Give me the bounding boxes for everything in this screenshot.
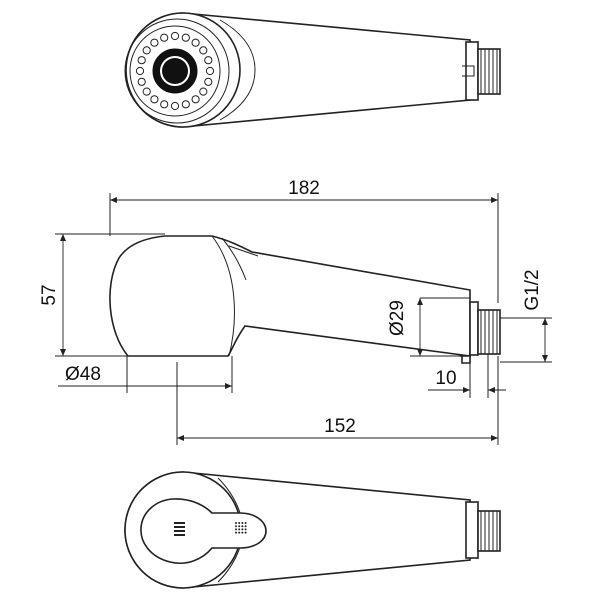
nozzle (150, 95, 159, 104)
nozzle (191, 38, 200, 47)
dim-height: 57 (39, 284, 60, 305)
nozzle (170, 31, 180, 41)
nozzle (142, 46, 151, 55)
icon-dot (238, 528, 241, 531)
icon-dot (244, 525, 247, 528)
nozzle (199, 46, 208, 55)
icon-dot (235, 522, 237, 524)
nozzle (181, 100, 190, 109)
nozzle (160, 100, 169, 109)
nozzle (142, 87, 151, 96)
side-view: 182 57 Ø48 152 Ø29 10 G1/2 (39, 178, 552, 445)
icon-dot (238, 531, 241, 534)
thread-connector-top (477, 48, 501, 95)
nozzle (160, 33, 169, 42)
bottom-view (124, 471, 501, 589)
thread-connector-bottom (477, 510, 501, 552)
nozzle (205, 66, 215, 76)
icon-dot (241, 528, 244, 531)
dim-thread-length: 10 (435, 368, 456, 389)
nozzle (204, 77, 213, 86)
icon-dot (235, 531, 237, 534)
thread-connector-side (461, 301, 501, 364)
icon-dot (241, 525, 244, 528)
icon-dot (238, 522, 241, 524)
nozzle (137, 56, 146, 65)
icon-dot (244, 528, 247, 531)
nozzle (137, 77, 146, 86)
icon-dot (244, 522, 247, 524)
icon-dot (241, 522, 244, 524)
nozzle (191, 95, 200, 104)
spray-mode-icon (174, 522, 185, 536)
icon-dot (241, 531, 244, 534)
nozzle (181, 33, 190, 42)
nozzle (170, 101, 180, 111)
nozzle (199, 87, 208, 96)
top-view (124, 12, 501, 128)
nozzle (135, 66, 145, 76)
icon-dot (235, 528, 237, 531)
dim-overall-length: 182 (288, 178, 320, 199)
dim-neck-diameter: Ø29 (387, 300, 408, 336)
icon-dot (244, 531, 247, 534)
nozzle (150, 38, 159, 47)
icon-dot (238, 525, 241, 528)
rain-mode-icon (235, 522, 247, 534)
icon-dot (235, 525, 237, 528)
dim-base-length: 152 (324, 416, 356, 437)
nozzle-ring (135, 31, 215, 111)
dim-thread-size: G1/2 (522, 269, 543, 310)
dim-head-diameter: Ø48 (65, 364, 101, 385)
nozzle (204, 56, 213, 65)
mode-button[interactable] (140, 498, 267, 564)
